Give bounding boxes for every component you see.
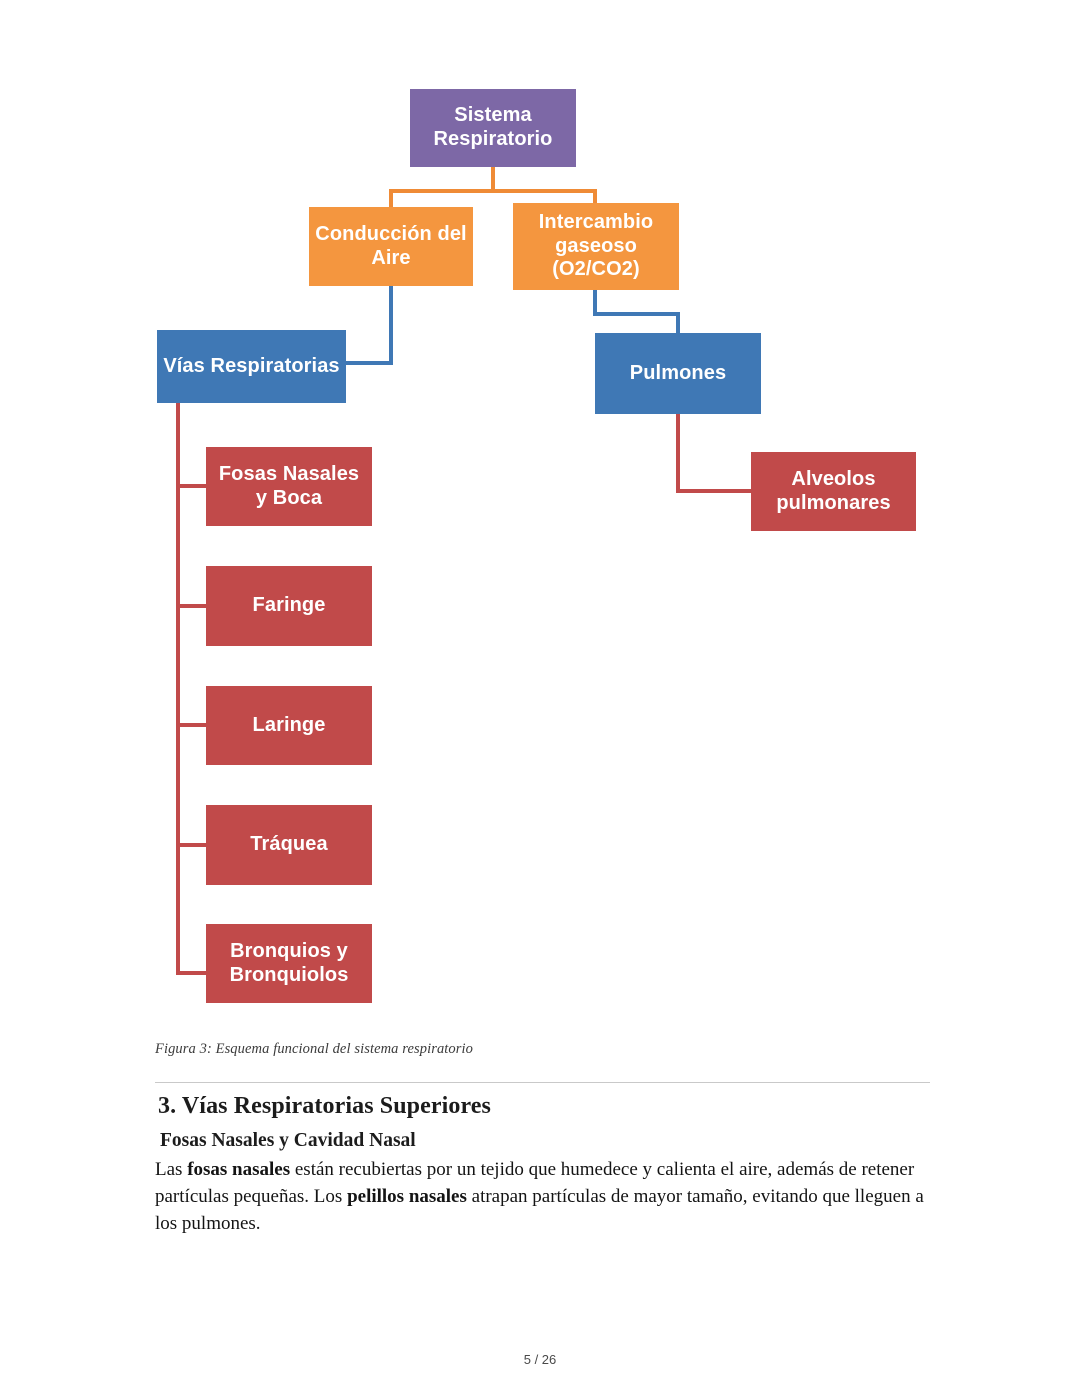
- node-laringe-label: Laringe: [252, 713, 326, 736]
- connector-pulmones-to-alveolos: [676, 489, 754, 493]
- connector-to-pulmones: [676, 312, 680, 335]
- node-sistema-respiratorio-label: Sistema Respiratorio: [433, 104, 553, 150]
- node-vias-respiratorias[interactable]: Vías Respiratorias: [157, 330, 346, 403]
- paragraph-part-1: Las: [155, 1159, 188, 1180]
- node-intercambio-gaseoso[interactable]: Intercambio gaseoso (O2/CO2): [513, 203, 679, 290]
- connector-vias-to-bronquios: [176, 971, 209, 975]
- section-subheading: Fosas Nasales y Cavidad Nasal: [160, 1130, 416, 1151]
- node-vias-respiratorias-label: Vías Respiratorias: [163, 354, 340, 377]
- connector-vias-to-faringe: [176, 604, 209, 608]
- node-alveolos-pulmonares[interactable]: Alveolos pulmonares: [751, 452, 916, 531]
- connector-conduccion-to-vias: [344, 361, 391, 365]
- section-heading: 3. Vías Respiratorias Superiores: [158, 1093, 491, 1119]
- body-paragraph: Las fosas nasales están recubiertas por …: [155, 1156, 933, 1237]
- connector-conduccion-down: [389, 286, 393, 365]
- node-traquea-label: Tráquea: [250, 833, 328, 856]
- node-alveolos-pulmonares-label: Alveolos pulmonares: [776, 467, 891, 514]
- connector-intercambio-down: [593, 290, 597, 316]
- node-conduccion-del-aire-label: Conducción del Aire: [315, 222, 467, 269]
- section-divider: [155, 1082, 930, 1083]
- connector-vias-to-fosas: [176, 484, 209, 488]
- connector-root-bus: [389, 189, 597, 193]
- connector-vias-to-traquea: [176, 843, 209, 847]
- paragraph-part-2: están recubiertas por un tejido que hume…: [155, 1159, 915, 1208]
- connector-pulmones-down: [676, 413, 680, 493]
- node-conduccion-del-aire[interactable]: Conducción del Aire: [309, 207, 473, 286]
- node-sistema-respiratorio[interactable]: Sistema Respiratorio: [410, 89, 576, 167]
- paragraph-bold-2: pelillos nasales: [347, 1186, 467, 1208]
- node-bronquios-y-bronquiolos-label: Bronquios y Bronquiolos: [229, 939, 349, 986]
- connector-to-intercambio: [593, 189, 597, 205]
- connector-intercambio-bus: [593, 312, 680, 316]
- node-laringe[interactable]: Laringe: [206, 686, 372, 765]
- connector-vias-to-laringe: [176, 723, 209, 727]
- node-intercambio-gaseoso-label: Intercambio gaseoso (O2/CO2): [538, 211, 654, 281]
- node-faringe[interactable]: Faringe: [206, 566, 372, 646]
- node-fosas-nasales-y-boca-label: Fosas Nasales y Boca: [218, 462, 360, 509]
- node-fosas-nasales-y-boca[interactable]: Fosas Nasales y Boca: [206, 447, 372, 526]
- node-traquea[interactable]: Tráquea: [206, 805, 372, 885]
- connector-to-conduccion: [389, 189, 393, 209]
- paragraph-part-3: atrapan partículas de mayor tamaño, evit…: [155, 1186, 924, 1235]
- figure-caption: Figura 3: Esquema funcional del sistema …: [155, 1041, 474, 1057]
- node-pulmones-label: Pulmones: [629, 361, 727, 384]
- node-pulmones[interactable]: Pulmones: [595, 333, 761, 414]
- page-number: 5 / 26: [523, 1352, 557, 1367]
- respiratory-system-flowchart: Sistema Respiratorio Conducción del Aire…: [157, 89, 916, 1003]
- connector-root-stem: [491, 167, 495, 193]
- connector-vias-spine: [176, 403, 180, 975]
- paragraph-bold-1: fosas nasales: [187, 1159, 291, 1180]
- node-bronquios-y-bronquiolos[interactable]: Bronquios y Bronquiolos: [206, 924, 372, 1003]
- node-faringe-label: Faringe: [252, 594, 326, 617]
